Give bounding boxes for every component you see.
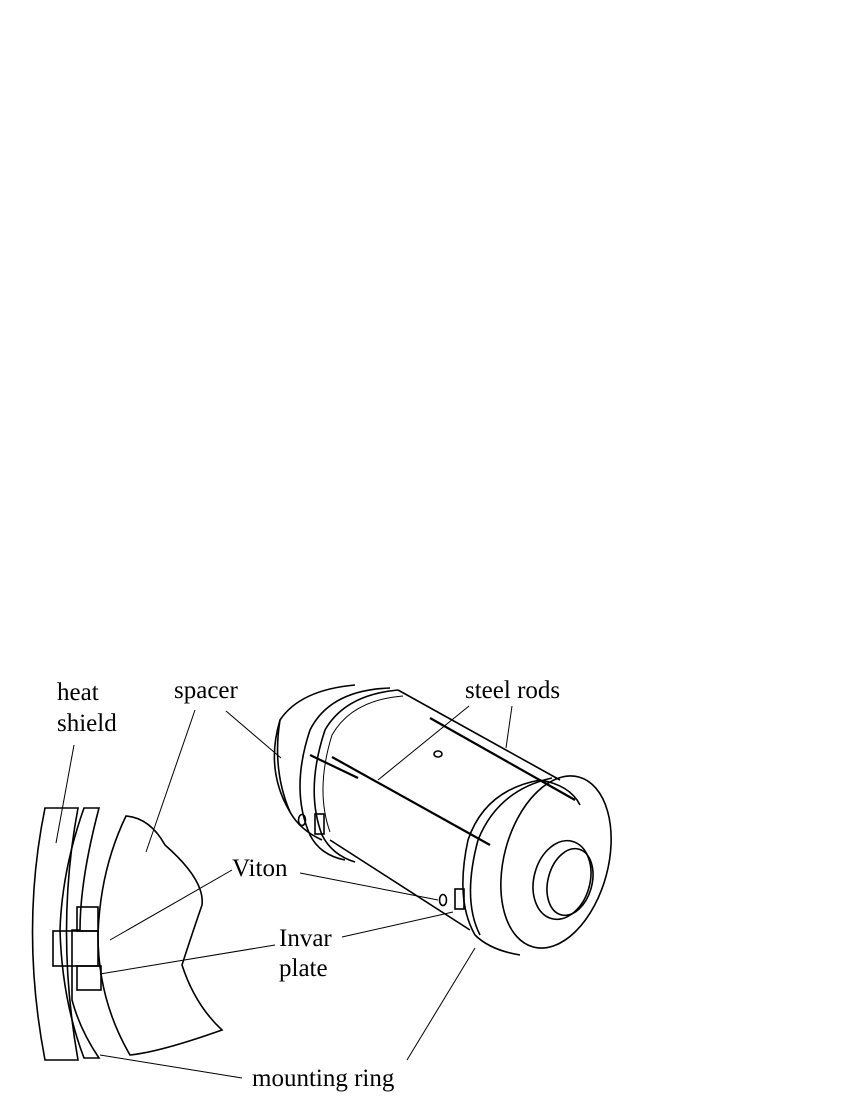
hole <box>438 893 448 907</box>
label-viton: Viton <box>232 855 288 882</box>
leader-lines <box>55 705 513 1079</box>
mounting-ring-section <box>59 807 101 1059</box>
label-invar-1: Invar <box>279 925 332 952</box>
label-heat-shield-1: heat <box>57 679 99 706</box>
label-invar-2: plate <box>279 955 328 982</box>
label-steel-rods: steel rods <box>465 677 560 704</box>
label-spacer: spacer <box>174 677 239 704</box>
hole <box>297 813 307 827</box>
end-cap-outer <box>500 775 612 949</box>
invar-plate-lower <box>76 965 102 991</box>
end-cap-boss-outer <box>532 839 592 921</box>
spacer-section <box>97 815 224 1056</box>
labels: heat shield spacer steel rods Viton Inva… <box>57 677 560 1092</box>
cross-section-view <box>31 807 224 1061</box>
heat-shield-section <box>31 807 79 1061</box>
end-cap-boss-inner <box>546 847 594 917</box>
label-heat-shield-2: shield <box>57 710 117 737</box>
viton-block <box>52 930 99 967</box>
cylinder-assembly <box>273 684 612 956</box>
hole <box>433 750 443 758</box>
label-mounting-ring: mounting ring <box>252 1065 395 1092</box>
